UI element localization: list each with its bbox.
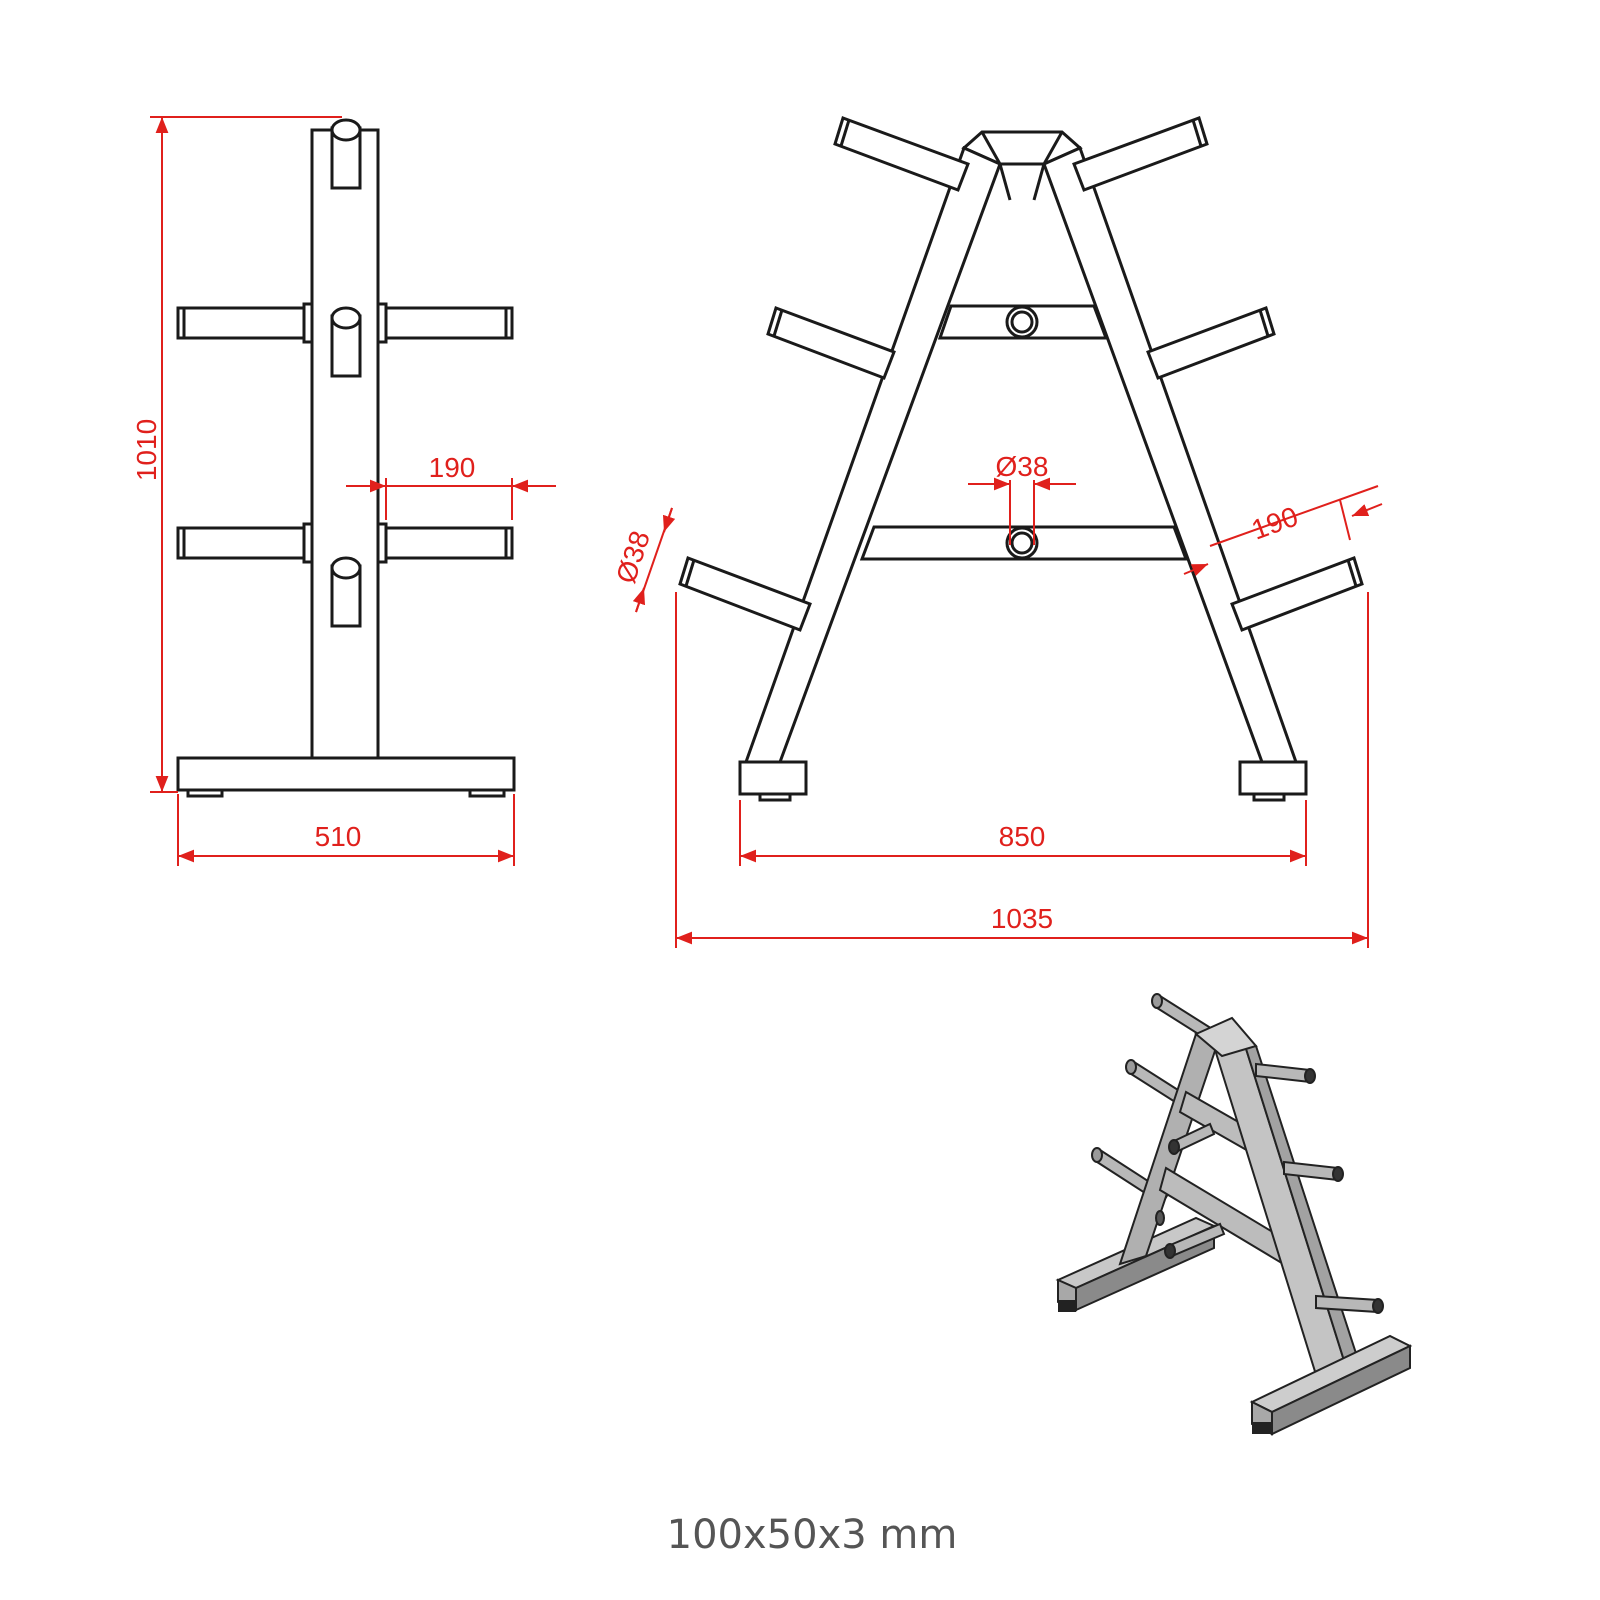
front-view: Ø38 Ø38 190 850 1035 bbox=[610, 116, 1383, 948]
side-height-label: 1010 bbox=[131, 419, 162, 481]
side-height-dimension: 1010 bbox=[131, 116, 342, 793]
front-overall-width-dimension: 1035 bbox=[675, 592, 1369, 948]
side-base-width-label: 510 bbox=[315, 821, 362, 852]
front-upper-hole bbox=[1005, 305, 1039, 339]
front-right-foot-pad bbox=[1252, 792, 1286, 802]
front-lower-hole bbox=[1005, 526, 1039, 560]
front-peg-middle-left bbox=[766, 306, 896, 380]
side-base-foot-left bbox=[186, 788, 224, 798]
side-upright bbox=[310, 128, 380, 760]
isometric-view bbox=[1055, 993, 1413, 1436]
section-caption: 100x50x3 mm bbox=[667, 1512, 958, 1558]
side-peg-middle-right bbox=[376, 302, 514, 344]
iso-base-front bbox=[1249, 1334, 1413, 1436]
side-peg-top bbox=[330, 118, 362, 190]
front-peg-diameter-dimension: Ø38 bbox=[610, 507, 676, 613]
iso-peg-front-middle bbox=[1283, 1160, 1344, 1182]
iso-crossbar-hole bbox=[1155, 1210, 1165, 1226]
side-base bbox=[176, 756, 516, 792]
front-right-foot bbox=[1238, 760, 1308, 796]
front-overall-width-label: 1035 bbox=[991, 903, 1053, 934]
front-peg-lower-left bbox=[678, 556, 812, 632]
front-feet-span-label: 850 bbox=[999, 821, 1046, 852]
front-left-leg bbox=[743, 145, 1002, 764]
front-peg-length-label: 190 bbox=[1247, 501, 1302, 546]
front-hole-diameter-dimension: Ø38 bbox=[968, 451, 1076, 545]
side-base-width-dimension: 510 bbox=[177, 794, 515, 866]
side-peg-lower-right bbox=[376, 522, 514, 564]
iso-peg-front-lower bbox=[1315, 1294, 1384, 1314]
side-peg-lower-left bbox=[176, 522, 314, 564]
side-peg-lower-center bbox=[330, 556, 362, 628]
front-peg-lower-right bbox=[1230, 556, 1364, 632]
side-base-foot-right bbox=[468, 788, 506, 798]
side-peg-length-label: 190 bbox=[429, 452, 476, 483]
side-peg-middle-left bbox=[176, 302, 314, 344]
iso-top-cap bbox=[1194, 1016, 1258, 1058]
side-peg-length-dimension: 190 bbox=[346, 452, 556, 520]
front-peg-middle-right bbox=[1146, 306, 1276, 380]
side-view: 1010 190 510 bbox=[131, 116, 556, 866]
front-peg-top-left bbox=[833, 116, 970, 192]
front-left-foot bbox=[738, 760, 808, 796]
front-peg-top-right bbox=[1072, 116, 1209, 192]
front-feet-span-dimension: 850 bbox=[739, 800, 1307, 866]
front-peg-diameter-label: Ø38 bbox=[610, 527, 656, 587]
front-hole-diameter-label: Ø38 bbox=[996, 451, 1049, 482]
iso-peg-back-front-middle bbox=[1168, 1122, 1216, 1155]
side-peg-middle-center bbox=[330, 306, 362, 378]
iso-peg-back-front-lower bbox=[1164, 1222, 1226, 1259]
front-left-foot-pad bbox=[758, 792, 792, 802]
iso-peg-front-top bbox=[1255, 1062, 1316, 1084]
front-right-leg bbox=[1042, 145, 1299, 764]
